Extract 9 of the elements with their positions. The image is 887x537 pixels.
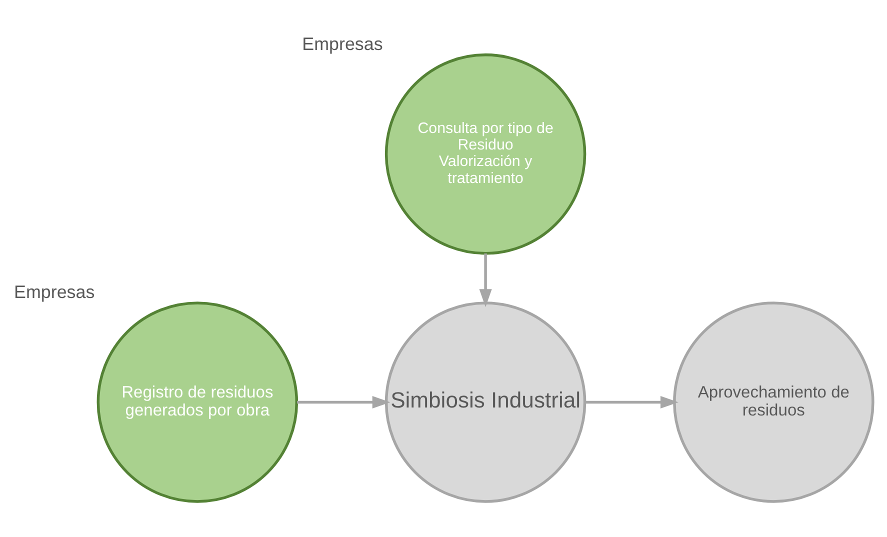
node-circle: Simbiosis Industrial bbox=[384, 302, 586, 503]
arrow bbox=[297, 396, 390, 409]
node-circle: Registro de residuos generados por obra bbox=[96, 302, 298, 503]
node-circle: Consulta por tipo de Residuo Valorización y tratamiento bbox=[384, 53, 586, 255]
arrow bbox=[585, 396, 678, 409]
node-label: Empresas bbox=[14, 282, 95, 302]
node-circle: Aprovechamiento de residuos bbox=[673, 302, 874, 503]
node-label: Empresas bbox=[302, 34, 383, 54]
arrow bbox=[479, 254, 492, 308]
